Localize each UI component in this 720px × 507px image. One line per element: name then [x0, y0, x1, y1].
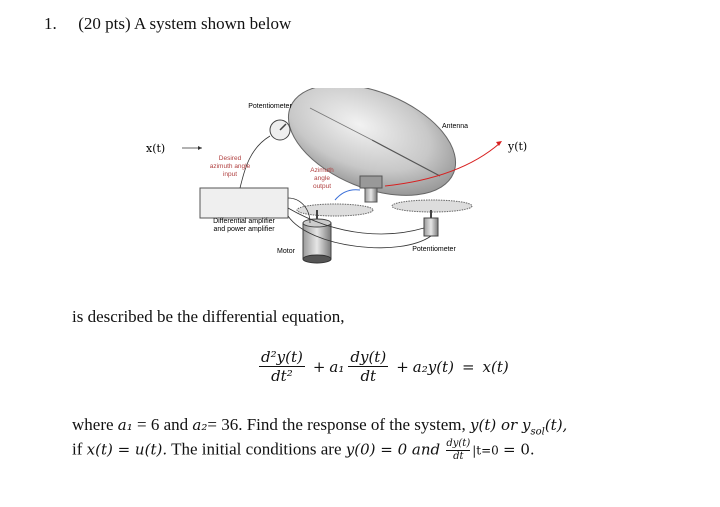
- condition-line-2: if x(t) = u(t). The initial conditions a…: [72, 438, 535, 463]
- plus-sign-2: +: [396, 357, 409, 376]
- azimuth-label-2: angle: [314, 175, 330, 182]
- output-potentiometer: [423, 210, 439, 237]
- input-arrowhead: [198, 146, 202, 150]
- derivative-fraction: dy(t) dt: [446, 438, 471, 463]
- term1-denominator: dt²: [271, 367, 293, 385]
- where-word: where: [72, 415, 114, 434]
- amplifier-label-1: Differential amplifier: [213, 218, 275, 225]
- output-signal-label: y(t): [507, 140, 527, 153]
- first-derivative-term: dy(t) dt: [348, 348, 389, 385]
- a2-symbol: a₂: [192, 416, 208, 434]
- output-arrowhead: [496, 141, 502, 146]
- y0-condition: y(0) = 0 and: [345, 440, 441, 459]
- second-derivative-term: d²y(t) dt²: [259, 348, 305, 385]
- desired-label-1: Desired: [219, 155, 242, 162]
- input-signal-label: x(t): [146, 142, 165, 155]
- desired-label-3: input: [223, 171, 237, 178]
- a1-symbol: a₁: [117, 416, 133, 434]
- dy-denominator: dt: [453, 451, 464, 462]
- term3: a₂y(t): [412, 357, 454, 376]
- input-definition: x(t) = u(t).: [86, 440, 168, 459]
- rhs: x(t): [482, 357, 509, 376]
- azimuth-label-1: Azimuth: [310, 167, 334, 174]
- potentiometer-top-label: Potentiometer: [248, 103, 292, 110]
- plus-sign-1: +: [312, 357, 326, 376]
- differential-equation: d²y(t) dt² + a₁ dy(t) dt + a₂y(t) = x(t): [255, 348, 509, 385]
- wires: [239, 135, 432, 249]
- a2-value: = 36. Find the response of the system,: [207, 415, 466, 434]
- response-end: (t),: [544, 416, 568, 434]
- initial-conditions-text: The initial conditions are: [171, 439, 342, 459]
- if-word: if: [72, 439, 83, 459]
- amplifier-box: [199, 187, 289, 219]
- potentiometer-bottom-label: Potentiometer: [412, 246, 456, 253]
- problem-number: 1.: [44, 14, 57, 33]
- antenna-system-figure: Potentiometer Antenna Desired azimuth an…: [140, 84, 560, 288]
- response-symbol: y(t) or y: [470, 416, 531, 434]
- amplifier-label-2: and power amplifier: [213, 226, 275, 233]
- term2-denominator: dt: [360, 367, 377, 385]
- term2-numerator: dy(t): [348, 348, 389, 367]
- dish-antenna: [287, 84, 457, 203]
- equals-sign: =: [461, 357, 475, 376]
- coefficient-a1: a₁: [329, 357, 345, 376]
- output-signal-arrow: [384, 142, 501, 187]
- gears: [296, 199, 473, 217]
- problem-title: (20 pts) A system shown below: [78, 14, 292, 33]
- antenna-diagram: Potentiometer Antenna Desired azimuth an…: [146, 84, 527, 264]
- azimuth-arrow: [334, 189, 361, 201]
- dy-numerator: dy(t): [446, 438, 471, 451]
- response-subscript: sol: [530, 426, 545, 438]
- description-text: is described be the differential equatio…: [72, 307, 345, 326]
- a1-value: = 6 and: [137, 415, 189, 434]
- problem-heading: 1. (20 pts) A system shown below: [44, 14, 291, 34]
- azimuth-label-3: output: [313, 183, 331, 190]
- evaluation-bar: |t=0: [472, 443, 499, 458]
- input-potentiometer: [269, 119, 291, 141]
- condition-line-1: where a₁ = 6 and a₂= 36. Find the respon…: [72, 415, 567, 437]
- antenna-label: Antenna: [442, 123, 468, 130]
- motor-label: Motor: [277, 248, 296, 255]
- derivative-zero: = 0.: [503, 440, 535, 459]
- term1-numerator: d²y(t): [259, 348, 305, 367]
- desired-label-2: azimuth angle: [210, 163, 251, 170]
